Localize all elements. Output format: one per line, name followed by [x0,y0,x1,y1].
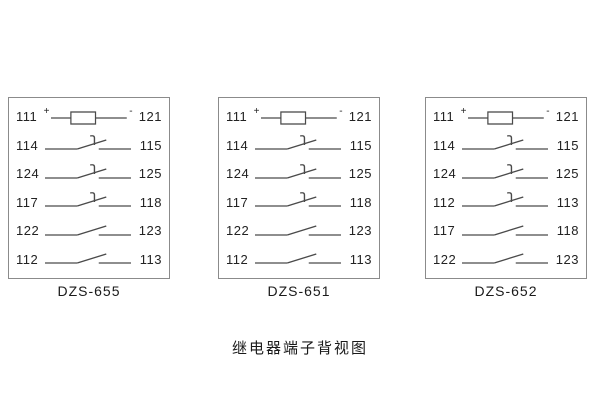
polarity-minus: - [546,106,550,117]
terminal-row: 124 125 [16,160,162,187]
terminal-number: 115 [139,137,162,153]
terminal-number: 113 [349,251,372,267]
contact-icon [45,253,131,265]
contact-icon [255,225,341,236]
terminal-number: 125 [555,166,579,182]
delayed-contact-icon [255,192,341,207]
terminal-number: 113 [556,194,579,210]
delayed-contact-icon [45,163,131,179]
terminal-number: 112 [16,251,39,267]
relay-box-dzs-651: 111 + - 121 114 115 124 125 117 [218,97,380,279]
polarity-plus: + [43,106,50,117]
coil-icon [261,110,338,125]
terminal-row: 124 125 [433,160,579,187]
terminal-number: 111 [16,109,38,124]
delayed-contact-icon [45,135,131,150]
terminal-number: 125 [348,166,372,182]
terminal-number: 112 [433,194,456,210]
terminal-number: 122 [433,251,457,267]
delayed-contact-icon [462,163,548,179]
delayed-contact-icon [462,192,548,207]
terminal-row: 124 125 [226,160,372,187]
terminal-number: 121 [138,109,162,124]
terminal-row: 111 + - 121 [16,103,162,130]
terminal-number: 117 [226,194,249,210]
terminal-number: 111 [433,109,455,124]
terminal-number: 118 [556,223,579,239]
terminal-number: 115 [556,137,579,153]
terminal-row: 117 118 [433,217,579,244]
terminal-row: 122 123 [226,217,372,244]
terminal-number: 118 [349,194,372,210]
box-label-dzs-652: DZS-652 [474,283,538,299]
terminal-number: 123 [138,223,162,239]
polarity-plus: + [460,106,467,117]
relay-box-dzs-652: 111 + - 121 114 115 124 125 112 [425,97,587,279]
terminal-number: 114 [16,137,39,153]
coil-icon [51,110,128,125]
terminal-number: 114 [226,137,249,153]
terminal-number: 118 [139,194,162,210]
terminal-row: 114 115 [433,132,579,159]
terminal-row: 117 118 [16,189,162,216]
terminal-number: 117 [433,223,456,239]
terminal-row: 122 123 [16,217,162,244]
terminal-number: 125 [138,166,162,182]
terminal-number: 121 [348,109,372,124]
terminal-row: 114 115 [226,132,372,159]
terminal-row: 111 + - 121 [433,103,579,130]
terminal-row: 112 113 [16,246,162,273]
terminal-row: 112 113 [433,189,579,216]
contact-icon [462,225,548,236]
terminal-number: 124 [433,166,457,182]
relay-box-dzs-655: 111 + - 121 114 115 124 125 117 [8,97,170,279]
delayed-contact-icon [45,192,131,207]
terminal-row: 111 + - 121 [226,103,372,130]
terminal-number: 124 [226,166,250,182]
terminal-number: 113 [139,251,162,267]
delayed-contact-icon [255,135,341,150]
terminal-row: 114 115 [16,132,162,159]
delayed-contact-icon [255,163,341,179]
terminal-number: 122 [16,223,40,239]
diagram-caption: 继电器端子背视图 [231,340,368,357]
polarity-minus: - [129,106,133,117]
terminal-number: 111 [226,109,248,124]
box-label-dzs-655: DZS-655 [57,283,121,299]
terminal-number: 123 [348,223,372,239]
polarity-minus: - [339,106,343,117]
terminal-row: 117 118 [226,189,372,216]
terminal-number: 117 [16,194,39,210]
terminal-number: 114 [433,137,456,153]
terminal-row: 112 113 [226,246,372,273]
coil-icon [468,110,545,125]
terminal-number: 112 [226,251,249,267]
contact-icon [45,225,131,236]
terminal-number: 123 [555,251,579,267]
terminal-row: 122 123 [433,246,579,273]
polarity-plus: + [253,106,260,117]
delayed-contact-icon [462,135,548,150]
terminal-number: 124 [16,166,40,182]
contact-icon [462,253,548,265]
terminal-number: 115 [349,137,372,153]
contact-icon [255,253,341,265]
terminal-number: 121 [555,109,579,124]
terminal-number: 122 [226,223,250,239]
box-label-dzs-651: DZS-651 [267,283,331,299]
